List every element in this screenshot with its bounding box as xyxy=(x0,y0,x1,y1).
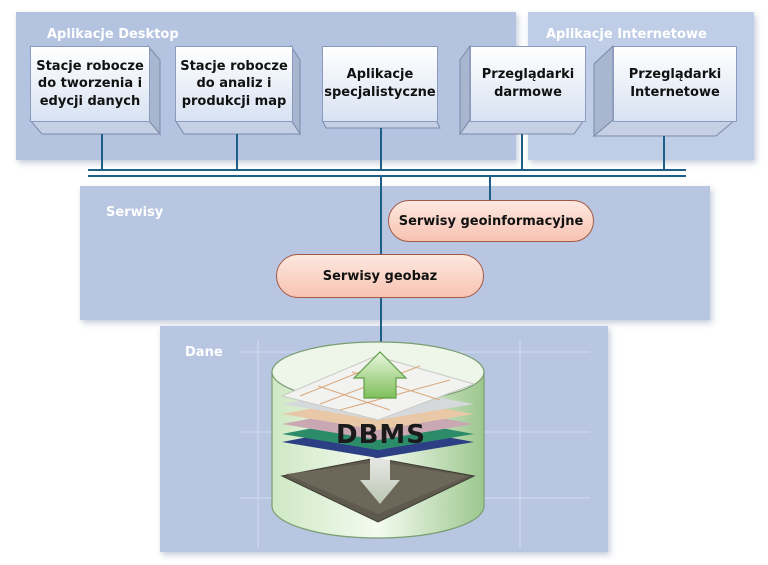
geobaz-services-pill: Serwisy geobaz xyxy=(276,254,484,298)
data-title: Dane xyxy=(185,345,223,360)
down-arrow xyxy=(360,458,400,504)
app-box-sides xyxy=(28,44,737,138)
app-label-editing-workstations: Stacje robocze do tworzenia i edycji dan… xyxy=(36,58,144,109)
app-label-free-browsers: Przeglądarki darmowe xyxy=(481,67,575,100)
network-bus xyxy=(88,169,686,177)
app-box-specialist-apps: Aplikacje specjalistyczne xyxy=(322,46,438,122)
dbms-label: DBMS xyxy=(336,420,426,450)
geoinfo-services-pill: Serwisy geoinformacyjne xyxy=(388,200,594,242)
services-title: Serwisy xyxy=(106,205,164,220)
desktop-apps-title: Aplikacje Desktop xyxy=(47,27,179,42)
internet-apps-title: Aplikacje Internetowe xyxy=(546,27,707,42)
app-label-specialist-apps: Aplikacje specjalistyczne xyxy=(324,67,436,100)
app-box-analysis-workstations: Stacje robocze do analiz i produkcji map xyxy=(175,46,293,122)
app-box-free-browsers: Przeglądarki darmowe xyxy=(470,46,586,122)
app-box-internet-browsers: Przeglądarki Internetowe xyxy=(613,46,737,122)
app-connectors xyxy=(101,128,665,170)
app-label-internet-browsers: Przeglądarki Internetowe xyxy=(628,67,722,100)
app-box-editing-workstations: Stacje robocze do tworzenia i edycji dan… xyxy=(30,46,150,122)
app-label-analysis-workstations: Stacje robocze do analiz i produkcji map xyxy=(180,58,288,109)
up-arrow xyxy=(352,351,408,399)
geobaz-services-label: Serwisy geobaz xyxy=(322,268,438,284)
service-connectors xyxy=(380,176,491,345)
geoinfo-services-label: Serwisy geoinformacyjne xyxy=(398,213,584,229)
